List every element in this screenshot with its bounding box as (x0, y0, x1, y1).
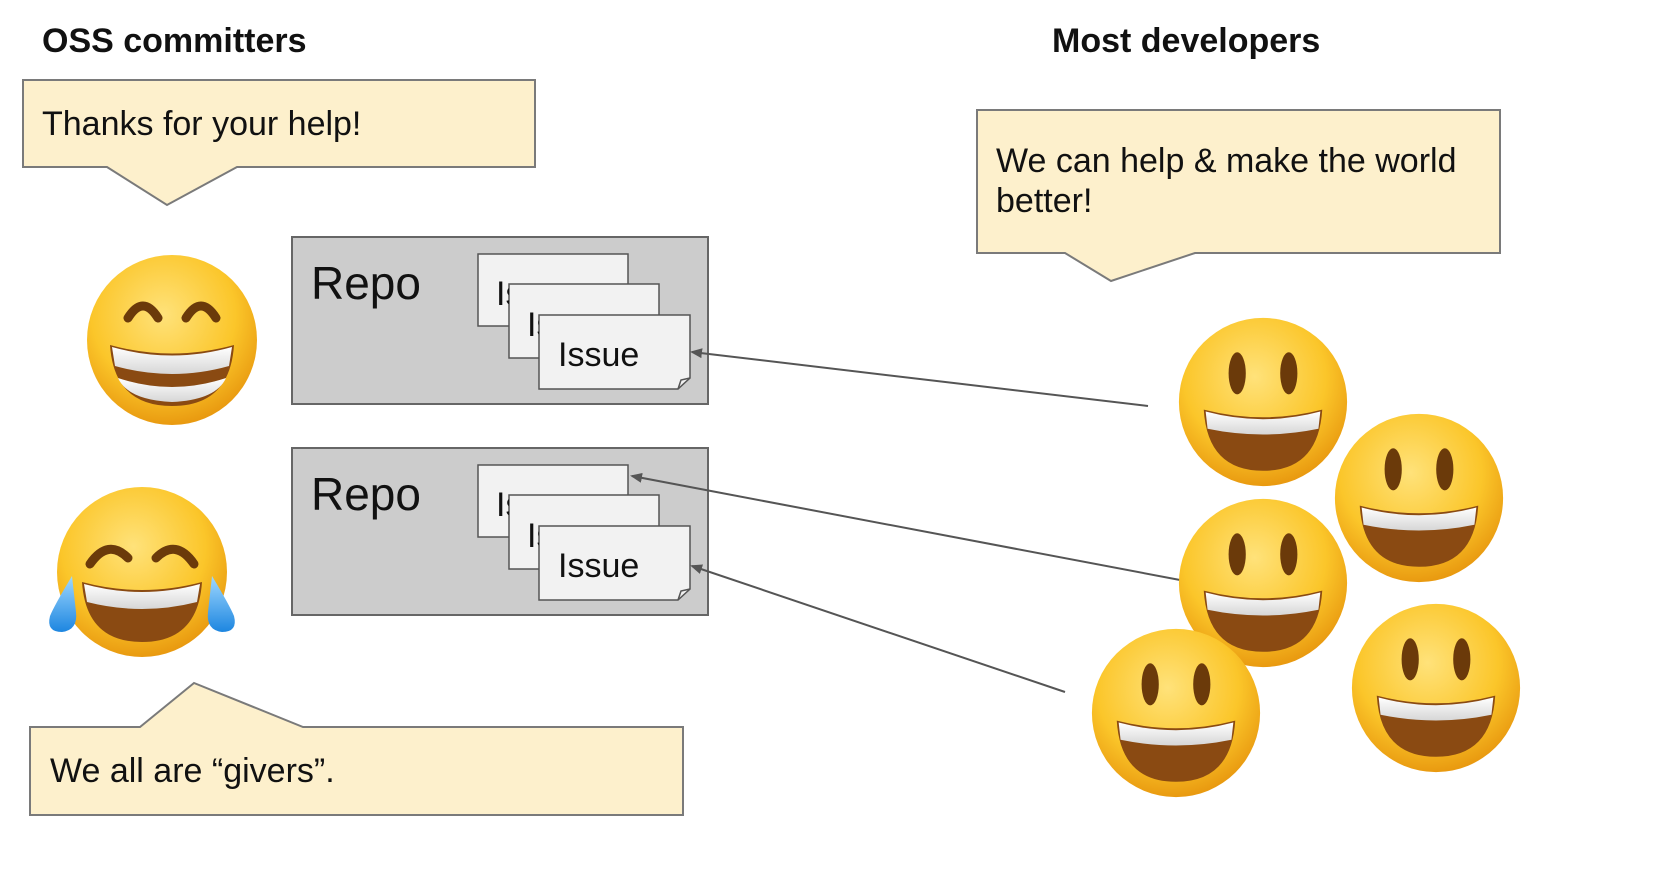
arrow-developer-to-repo1-issue (690, 348, 1149, 407)
heading-oss-committers: OSS committers (42, 22, 307, 60)
issue-label-1-front: Issue (558, 336, 640, 374)
issue-label-2-back: Issue (496, 486, 509, 524)
grinning-face-with-big-eyes-icon (1178, 317, 1348, 487)
heading-most-developers: Most developers (1052, 22, 1321, 60)
grinning-squinting-face-icon (87, 255, 257, 425)
arrow-developer-to-repo2-back-issue (630, 472, 1181, 581)
callout-thanks-bubble (22, 79, 536, 207)
issue-card-1-front (538, 314, 691, 390)
issue-label-1-middle: Issue (527, 306, 539, 344)
grinning-face-with-big-eyes-icon (1334, 413, 1504, 583)
issue-label-2-middle: Issue (527, 517, 539, 555)
callout-thanks-text: Thanks for your help! (42, 105, 362, 143)
repo-label-2: Repo (311, 468, 421, 520)
callout-help-text: We can help & make the world better! (996, 142, 1457, 220)
issue-label-1-back: Issue (496, 275, 509, 313)
grinning-face-with-big-eyes-icon (1091, 628, 1261, 798)
repo-box-1 (291, 236, 709, 405)
callout-help-bubble (976, 109, 1501, 283)
callout-givers-text: We all are “givers”. (50, 752, 335, 790)
repo-label-1: Repo (311, 257, 421, 309)
callout-givers-bubble (29, 681, 684, 816)
issue-label-2-front: Issue (558, 547, 640, 585)
issue-card-2-front (538, 525, 691, 601)
face-with-tears-of-joy-icon (49, 487, 235, 657)
grinning-face-with-big-eyes-icon (1351, 603, 1521, 773)
arrow-developer-to-repo2-front-issue (690, 564, 1066, 693)
